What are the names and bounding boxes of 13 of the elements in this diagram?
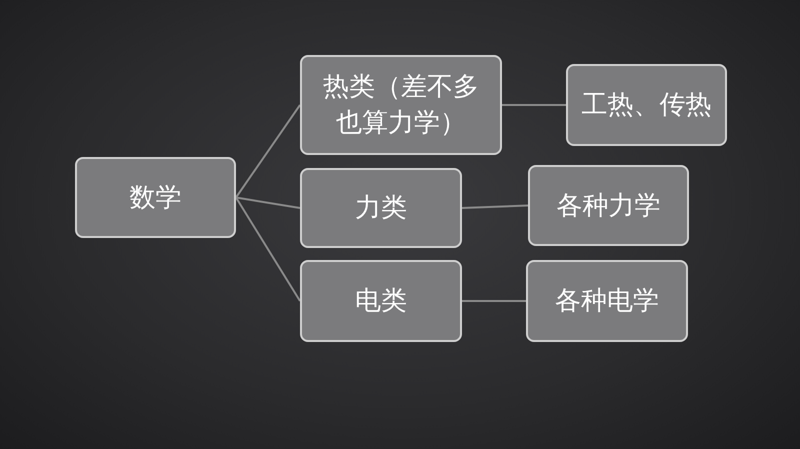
topic-box: 各种电学 bbox=[526, 260, 688, 342]
topic-box: 数学 bbox=[75, 157, 236, 238]
connector-line bbox=[235, 196, 301, 302]
connector-line bbox=[462, 300, 526, 302]
topic-box: 力类 bbox=[300, 168, 462, 248]
connector-line bbox=[502, 104, 566, 106]
connector-line bbox=[462, 204, 528, 209]
topic-box: 各种力学 bbox=[528, 165, 689, 246]
connector-line bbox=[235, 104, 301, 198]
topic-box: 电类 bbox=[300, 260, 462, 342]
topic-box: 热类（差不多也算力学） bbox=[300, 55, 502, 155]
topic-box: 工热、传热 bbox=[566, 64, 727, 146]
connector-line bbox=[236, 196, 300, 209]
